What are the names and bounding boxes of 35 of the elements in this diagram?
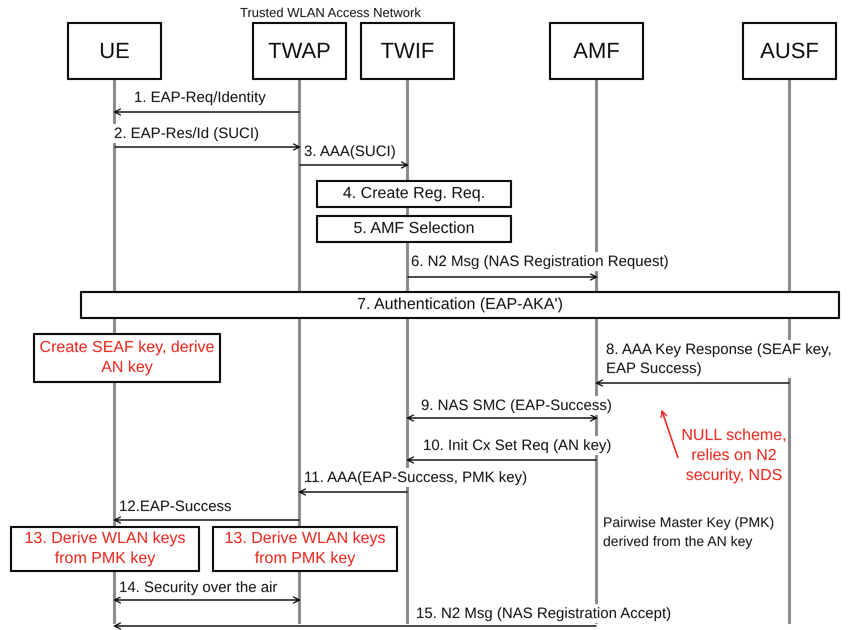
annotation-text: NULL scheme, relies on N2 security, NDS — [680, 420, 788, 492]
message-label: 11. AAA(EAP-Success, PMK key) — [303, 468, 528, 487]
message-label: 9. NAS SMC (EAP-Success) — [420, 396, 613, 415]
note-box: 5. AMF Selection — [316, 215, 512, 243]
participant-box: AMF — [549, 22, 644, 80]
message-label: 6. N2 Msg (NAS Registration Request) — [410, 252, 670, 271]
participant-box: AUSF — [742, 22, 837, 80]
message-arrow — [114, 143, 300, 151]
message-label: 15. N2 Msg (NAS Registration Accept) — [415, 604, 672, 623]
message-arrow — [408, 273, 598, 281]
message-label: 10. Init Cx Set Req (AN key) — [422, 436, 612, 455]
note-box: 7. Authentication (EAP-AKA') — [80, 291, 840, 319]
message-label: 14. Security over the air — [118, 578, 278, 597]
participant-box: UE — [67, 22, 162, 80]
message-arrow — [298, 488, 408, 496]
note-box: Create SEAF key, derive AN key — [33, 333, 221, 383]
message-arrow — [114, 622, 596, 630]
message-arrow — [406, 456, 596, 464]
group-label: Trusted WLAN Access Network — [240, 4, 421, 22]
message-label: 1. EAP-Req/Identity — [133, 88, 267, 107]
note-box: 13. Derive WLAN keys from PMK key — [10, 526, 200, 572]
participant-box: TWAP — [252, 22, 347, 80]
message-arrow — [114, 108, 300, 116]
message-arrow — [114, 516, 300, 524]
note-box: 4. Create Reg. Req. — [316, 180, 512, 208]
message-arrow — [300, 161, 408, 169]
message-arrow — [114, 596, 300, 604]
leader-arrow — [660, 410, 679, 458]
note-box: 13. Derive WLAN keys from PMK key — [212, 526, 398, 572]
message-label: 2. EAP-Res/Id (SUCI) — [113, 124, 260, 143]
note-text: Pairwise Master Key (PMK) derived from the AN key — [603, 513, 776, 551]
message-arrow — [596, 379, 790, 387]
message-label: 3. AAA(SUCI) — [303, 142, 397, 161]
participant-box: TWIF — [360, 22, 455, 80]
message-arrow — [406, 414, 598, 422]
